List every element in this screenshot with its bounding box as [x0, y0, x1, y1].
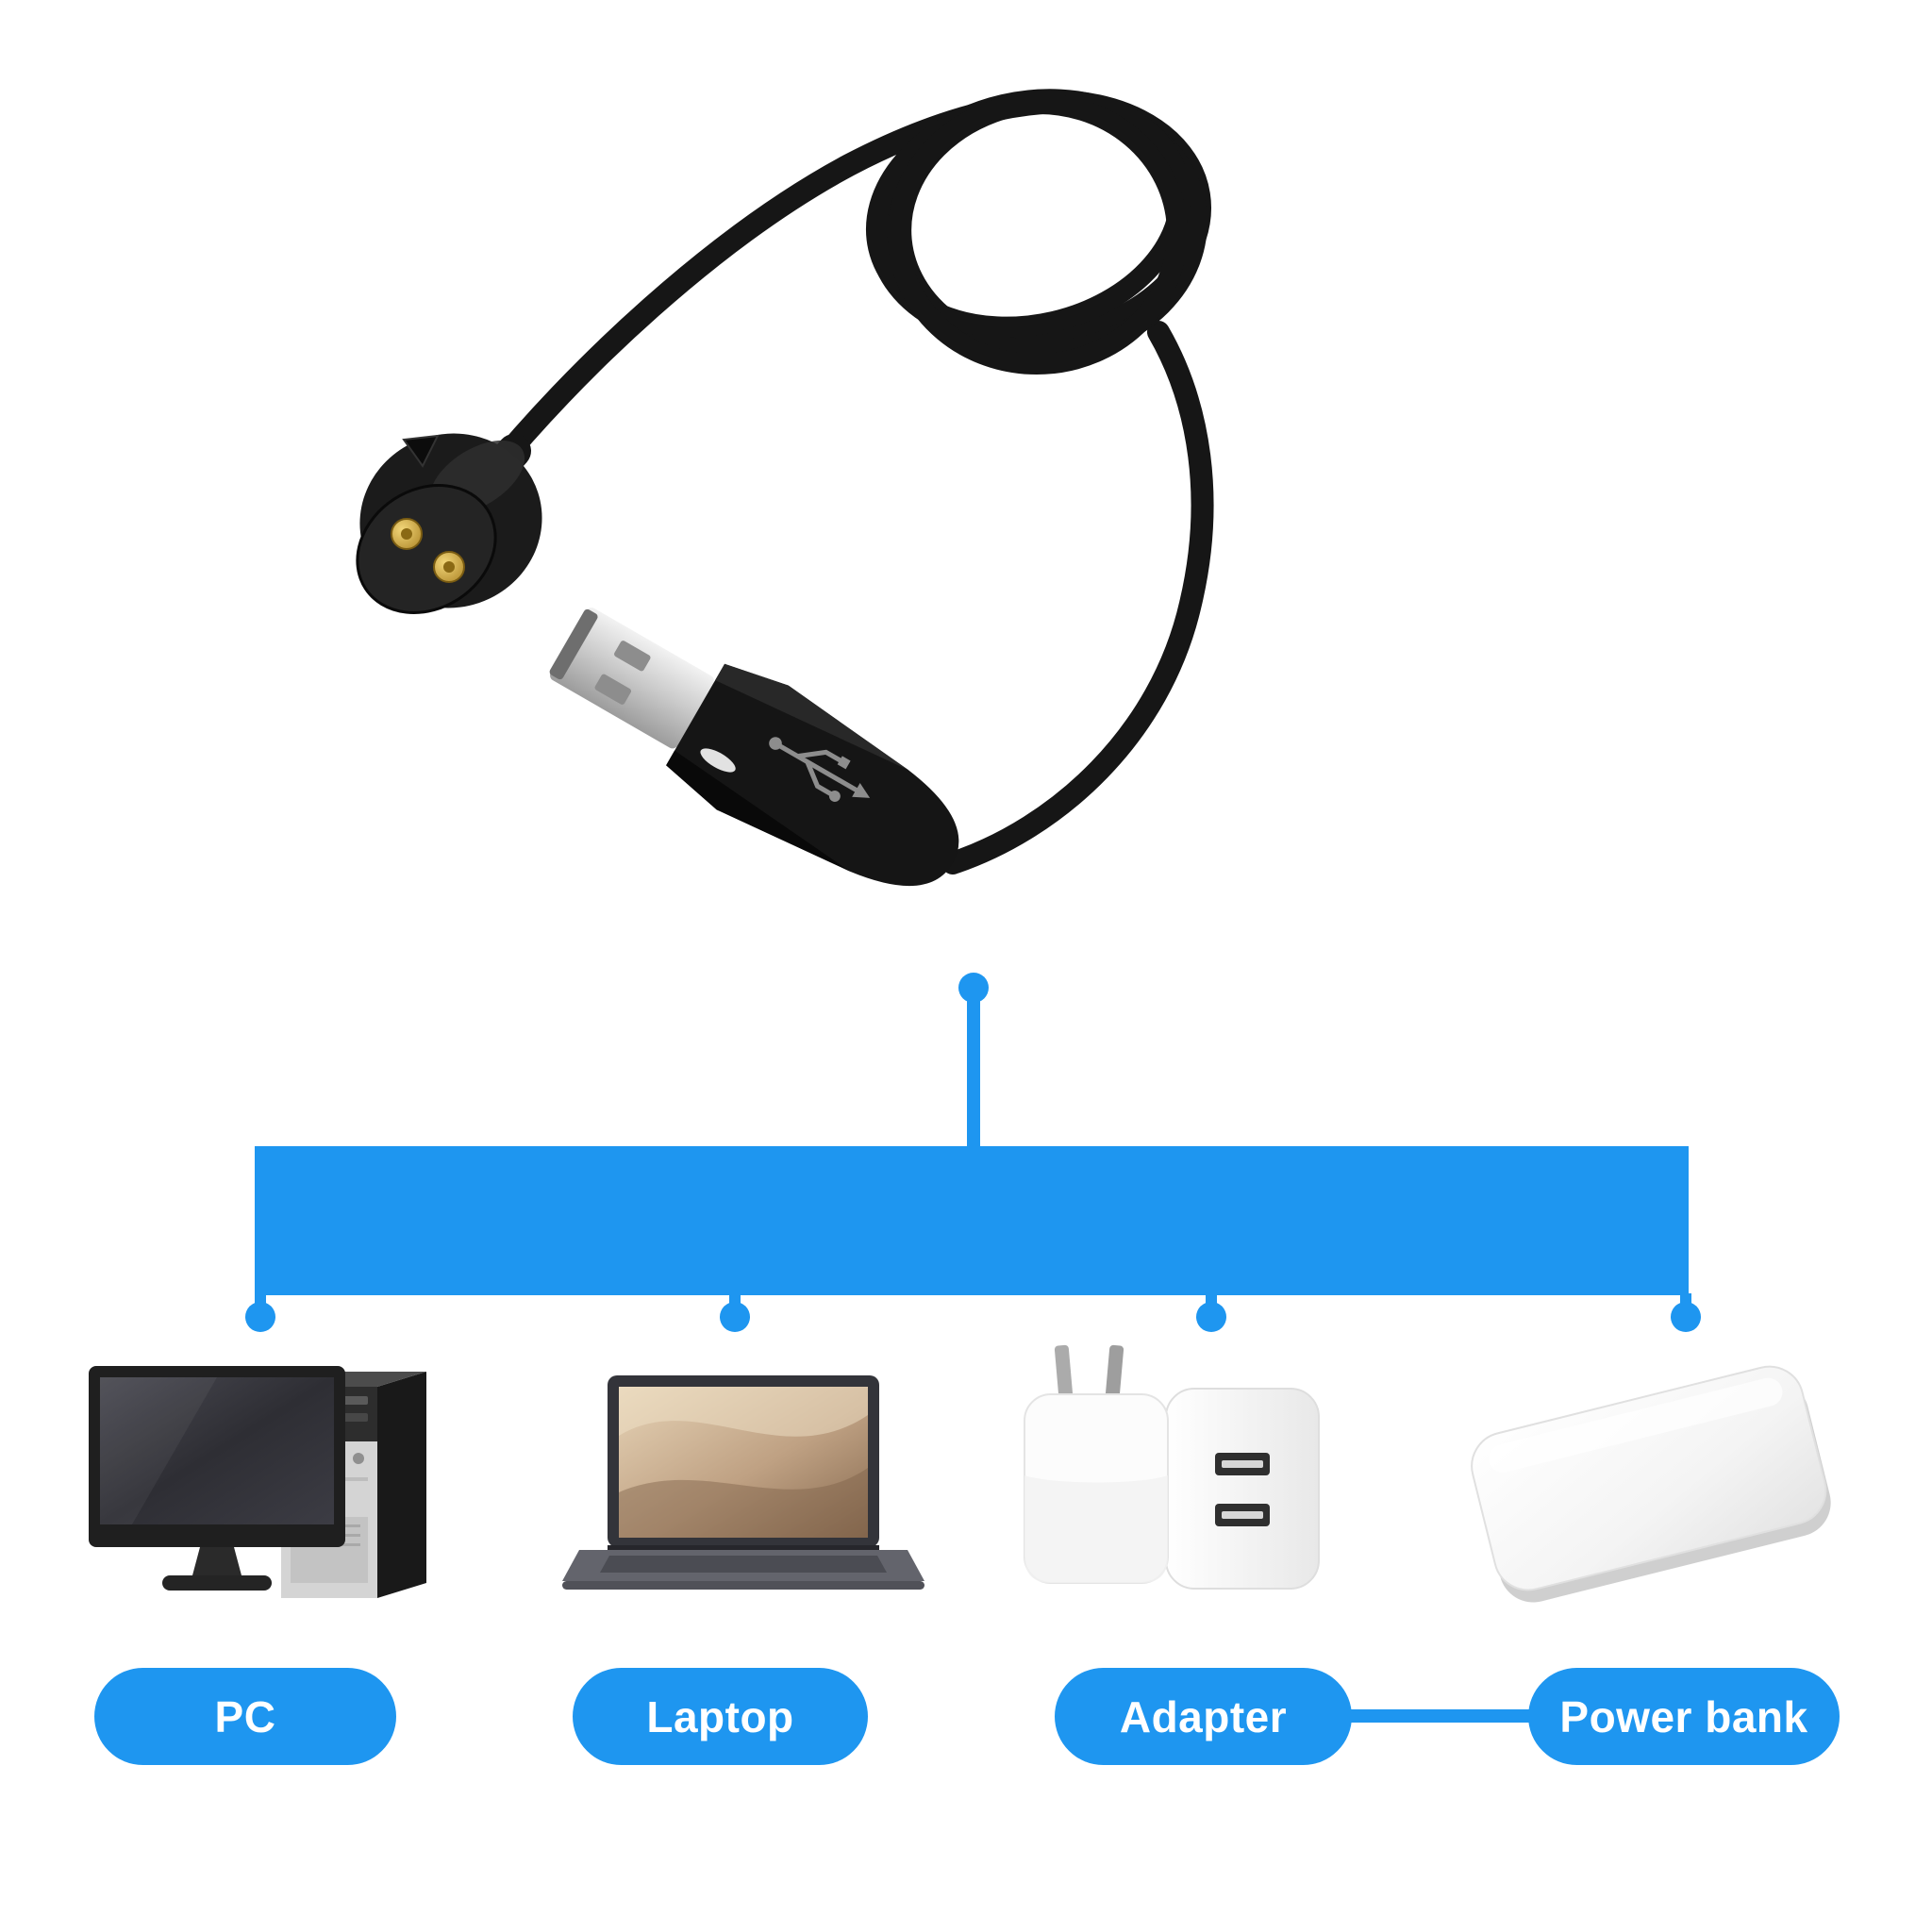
charging-cable-photo	[356, 89, 1214, 887]
device-label-pc: PC	[94, 1668, 396, 1765]
adapter-front-charger	[1024, 1344, 1169, 1584]
laptop-base	[562, 1545, 924, 1590]
charging-dock-icon	[356, 433, 542, 614]
laptop-screen	[608, 1375, 879, 1547]
device-label-pc-text: PC	[214, 1691, 276, 1741]
device-label-laptop: Laptop	[573, 1668, 868, 1765]
plug-prongs-icon	[1054, 1344, 1124, 1401]
power-bank-icon	[1471, 1365, 1831, 1603]
device-label-powerbank-text: Power bank	[1559, 1691, 1808, 1741]
desktop-pc-icon	[89, 1366, 426, 1598]
connector-dot-adapter	[1196, 1302, 1226, 1332]
connector-hub-bar	[255, 1146, 1689, 1295]
usb-body-top-facet	[715, 663, 908, 771]
cable-coil-icon	[865, 89, 1212, 375]
device-label-adapter-text: Adapter	[1119, 1691, 1288, 1741]
adapter-rear-charger	[1165, 1388, 1320, 1590]
power-bank-body	[1471, 1365, 1831, 1603]
pill-connector-line	[1349, 1709, 1530, 1723]
usb-metal-shield	[549, 608, 714, 749]
laptop-icon	[562, 1375, 924, 1590]
connector-dot-pc	[245, 1302, 275, 1332]
pc-monitor	[89, 1366, 345, 1591]
usb-body-indent	[700, 748, 736, 773]
usb-body-bottom-facet	[666, 750, 850, 872]
usb-trident-logo-icon	[769, 737, 871, 802]
connector-dot-powerbank	[1671, 1302, 1701, 1332]
usb-ports-icon	[1215, 1453, 1270, 1526]
usb-a-connector-icon	[549, 608, 959, 887]
device-label-adapter: Adapter	[1055, 1668, 1352, 1765]
connector-dot-laptop	[720, 1302, 750, 1332]
device-label-powerbank: Power bank	[1528, 1668, 1840, 1765]
usb-wall-adapter-icon	[1024, 1344, 1320, 1590]
device-label-laptop-text: Laptop	[646, 1691, 794, 1741]
connector-trunk-line	[967, 995, 980, 1148]
charging-pins-icon	[391, 518, 465, 583]
